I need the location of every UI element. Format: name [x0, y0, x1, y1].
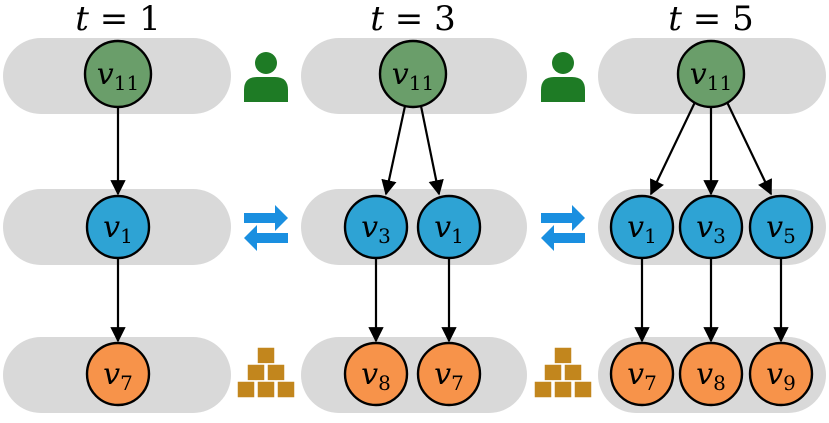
- node-t3-bottom-1: v7: [416, 341, 482, 407]
- svg-text:v7: v7: [103, 357, 133, 395]
- node-t3-top-0: v11: [378, 39, 448, 109]
- svg-text:v1: v1: [103, 210, 133, 248]
- edge-t3-v11-v3: [381, 105, 407, 196]
- node-t5-bottom-0: v7: [609, 341, 675, 407]
- time-label-t3: t = 3: [370, 0, 455, 39]
- edges: [110, 99, 789, 343]
- node-t5-middle-0: v1: [609, 194, 675, 260]
- edge-t5-v11-v1: [650, 99, 697, 196]
- svg-text:v8: v8: [696, 357, 726, 395]
- node-t3-middle-0: v3: [343, 194, 409, 260]
- svg-text:v1: v1: [434, 210, 464, 248]
- svg-text:v1: v1: [627, 210, 657, 248]
- svg-text:v3: v3: [696, 210, 726, 248]
- svg-text:v5: v5: [766, 210, 796, 248]
- edge-t5-v11-v5: [725, 99, 772, 196]
- nodes: v11 v1 v7 v11 v3 v1 v8 v7: [83, 39, 814, 407]
- boxes-icon: [236, 346, 296, 399]
- svg-text:v8: v8: [361, 357, 391, 395]
- user-icon: [244, 52, 288, 102]
- time-label-t1: t = 1: [75, 0, 160, 39]
- node-t5-middle-1: v3: [678, 194, 744, 260]
- svg-text:v7: v7: [627, 357, 657, 395]
- swap-arrows-icon: [541, 205, 585, 251]
- user-icon: [541, 52, 585, 102]
- node-t1-top-0: v11: [83, 39, 153, 109]
- edge-t3-v11-v1: [419, 105, 444, 196]
- node-t5-bottom-1: v8: [678, 341, 744, 407]
- lane-t3-bottom: [301, 337, 527, 413]
- node-t1-bottom-0: v7: [85, 341, 151, 407]
- svg-text:v9: v9: [766, 357, 796, 395]
- node-t5-top-0: v11: [676, 39, 746, 109]
- svg-text:v11: v11: [97, 57, 139, 95]
- node-t1-middle-0: v1: [85, 194, 151, 260]
- boxes-icon: [533, 346, 593, 399]
- node-t3-middle-1: v1: [416, 194, 482, 260]
- svg-text:v3: v3: [361, 210, 391, 248]
- time-label-t5: t = 5: [668, 0, 753, 39]
- node-t3-bottom-0: v8: [343, 341, 409, 407]
- swap-arrows-icon: [244, 205, 288, 251]
- svg-text:v11: v11: [690, 57, 732, 95]
- node-t5-bottom-2: v9: [748, 341, 814, 407]
- lane-t3-middle: [301, 189, 527, 265]
- svg-text:v7: v7: [434, 357, 464, 395]
- time-labels: t = 1 t = 3 t = 5: [75, 0, 753, 39]
- node-t5-middle-2: v5: [748, 194, 814, 260]
- svg-text:v11: v11: [392, 57, 434, 95]
